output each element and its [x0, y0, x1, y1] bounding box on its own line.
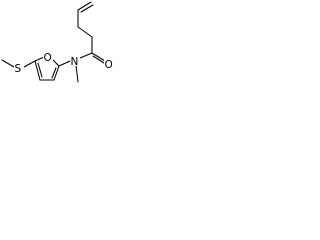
- molecule-structure-diagram: S O N O: [0, 0, 122, 105]
- carbonyl-oxygen-atom-label: O: [105, 59, 113, 71]
- bond-s-c5: [23, 60, 36, 68]
- amide-nitrogen-atom-label: N: [71, 56, 79, 68]
- bond-c4-c5: [34, 60, 41, 81]
- bond-vinyl: [77, 1, 92, 11]
- bond-c2-c3-chain: [77, 26, 93, 38]
- carbonyl-oxygen-label-bg: [104, 58, 114, 69]
- bond-n-carbonyl-c: [79, 52, 93, 59]
- bond-c4-c5-double: [37, 62, 43, 78]
- amide-nitrogen-label-bg: [70, 55, 80, 66]
- bond-c2-n: [58, 60, 71, 67]
- bond-n-methyl: [75, 64, 79, 83]
- bond-carbonyl-co: [91, 52, 106, 62]
- bond-o1-c2: [51, 58, 60, 67]
- bond-methyl-s: [1, 59, 15, 68]
- bond-c2-c3: [53, 65, 60, 81]
- ring-oxygen-atom-label: O: [44, 52, 52, 64]
- bond-c5-o1: [34, 56, 45, 62]
- bond-carbonyl-co-double: [92, 55, 105, 64]
- bond-c2-c3-double: [51, 67, 57, 79]
- sulfur-atom-label: S: [15, 63, 22, 75]
- molecule-svg: S O N O: [1, 1, 114, 83]
- sulfur-label-bg: [14, 62, 24, 73]
- ring-oxygen-label-bg: [43, 51, 53, 62]
- bond-vinyl-double: [80, 4, 94, 13]
